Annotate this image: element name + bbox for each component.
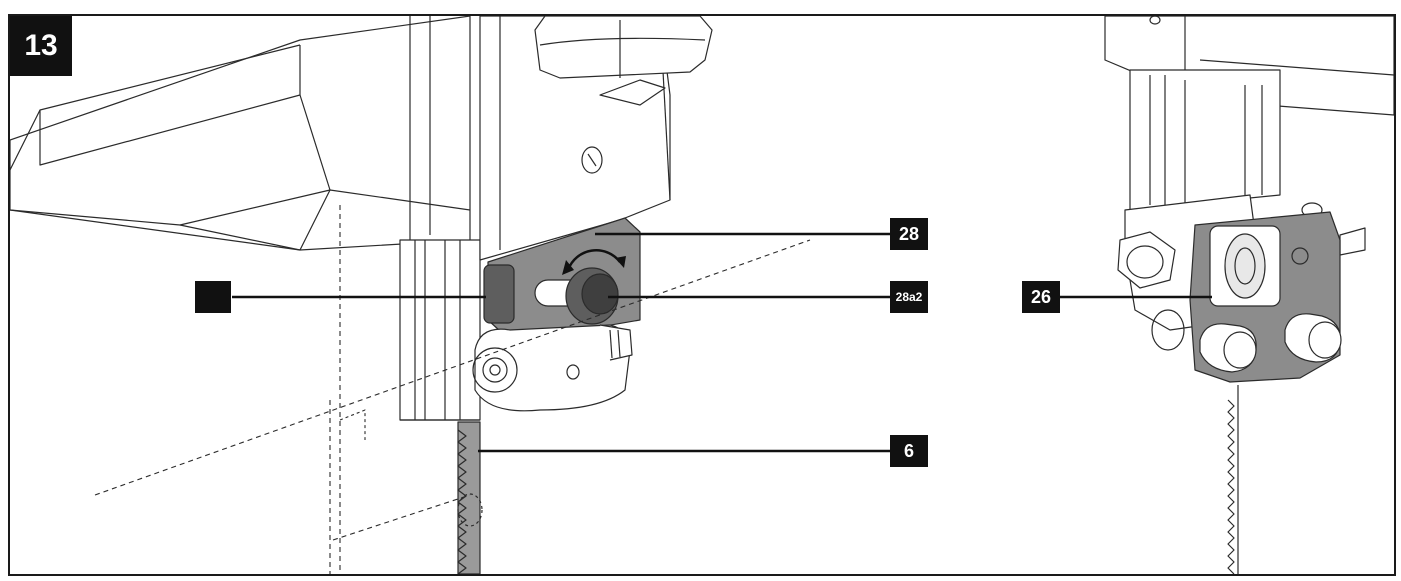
right-saw-blade — [1227, 385, 1239, 574]
clamp-knob — [534, 16, 713, 106]
angle-reference-lines — [94, 205, 811, 574]
figure-number-label: 13 — [10, 16, 72, 76]
leader-lines — [232, 232, 1212, 453]
guide-post — [399, 239, 481, 421]
guide-roller — [472, 324, 633, 412]
callout-28: 28 — [890, 218, 928, 250]
callout-blank — [195, 281, 231, 313]
callout-28a2: 28a2 — [890, 281, 928, 313]
saw-blade-6 — [457, 421, 483, 574]
callout-6: 6 — [890, 435, 928, 467]
callout-26: 26 — [1022, 281, 1060, 313]
upper-housing — [10, 16, 471, 251]
right-guide-post — [1129, 69, 1281, 211]
right-knobs — [1199, 313, 1342, 373]
